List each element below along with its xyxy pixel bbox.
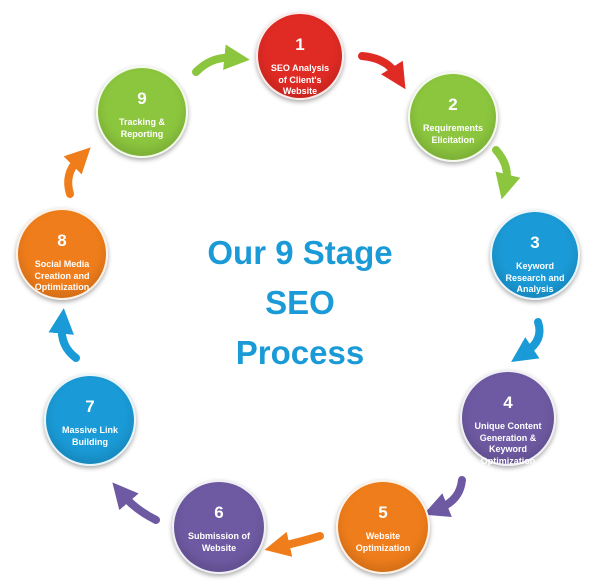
arrow-8-to-9 [63,147,91,198]
stage-6-label: Submission of Website [187,531,250,553]
title-line-1: Our 9 Stage [207,234,393,271]
stage-7-label: Massive Link Building [61,425,119,447]
stage-6-number: 6 [214,503,224,522]
title-line-2: SEO [265,284,335,321]
stage-9-label: Tracking & Reporting [118,117,165,139]
arrow-3-to-4 [511,318,544,362]
stage-6-circle: 6 Submission of Website [172,480,266,574]
stage-7-number: 7 [85,397,95,416]
title-line-3: Process [235,334,365,371]
stage-4-circle: 4 Unique Content Generation & Keyword Op… [460,370,556,466]
stage-5-number: 5 [378,503,388,522]
stage-7-circle: 7 Massive Link Building [44,374,136,466]
stage-2-number: 2 [448,95,458,114]
arrow-4-to-5 [423,476,466,518]
stage-3-label: Keyword Research and Analysis [505,261,565,294]
stage-5-label: Website Optimization [355,531,411,553]
arrow-5-to-6 [264,531,324,557]
stage-9-circle: 9 Tracking & Reporting [96,66,188,158]
stage-5-circle: 5 Website Optimization [336,480,430,574]
diagram-title: Our 9 Stage SEO Process [150,228,450,378]
stage-4-number: 4 [503,393,513,412]
stage-8-circle: 8 Social Media Creation and Optimization [16,208,108,300]
arrow-9-to-1 [192,44,250,76]
arrow-1-to-2 [358,52,406,90]
arrow-7-to-8 [48,308,80,362]
stage-3-circle: 3 Keyword Research and Analysis [490,210,580,300]
stage-9-number: 9 [137,89,147,108]
stage-8-number: 8 [57,231,67,250]
stage-2-label: Requirements Elicitation [422,123,484,145]
stage-1-number: 1 [295,35,305,54]
stage-4-label: Unique Content Generation & Keyword Opti… [474,421,542,466]
stage-1-label: SEO Analysis of Client's Website [270,63,330,96]
arrow-2-to-3 [492,146,521,200]
arrow-6-to-7 [112,482,160,524]
stage-8-label: Social Media Creation and Optimization [34,259,90,292]
stage-3-number: 3 [530,233,540,252]
stage-1-circle: 1 SEO Analysis of Client's Website [256,12,344,100]
stage-2-circle: 2 Requirements Elicitation [408,72,498,162]
